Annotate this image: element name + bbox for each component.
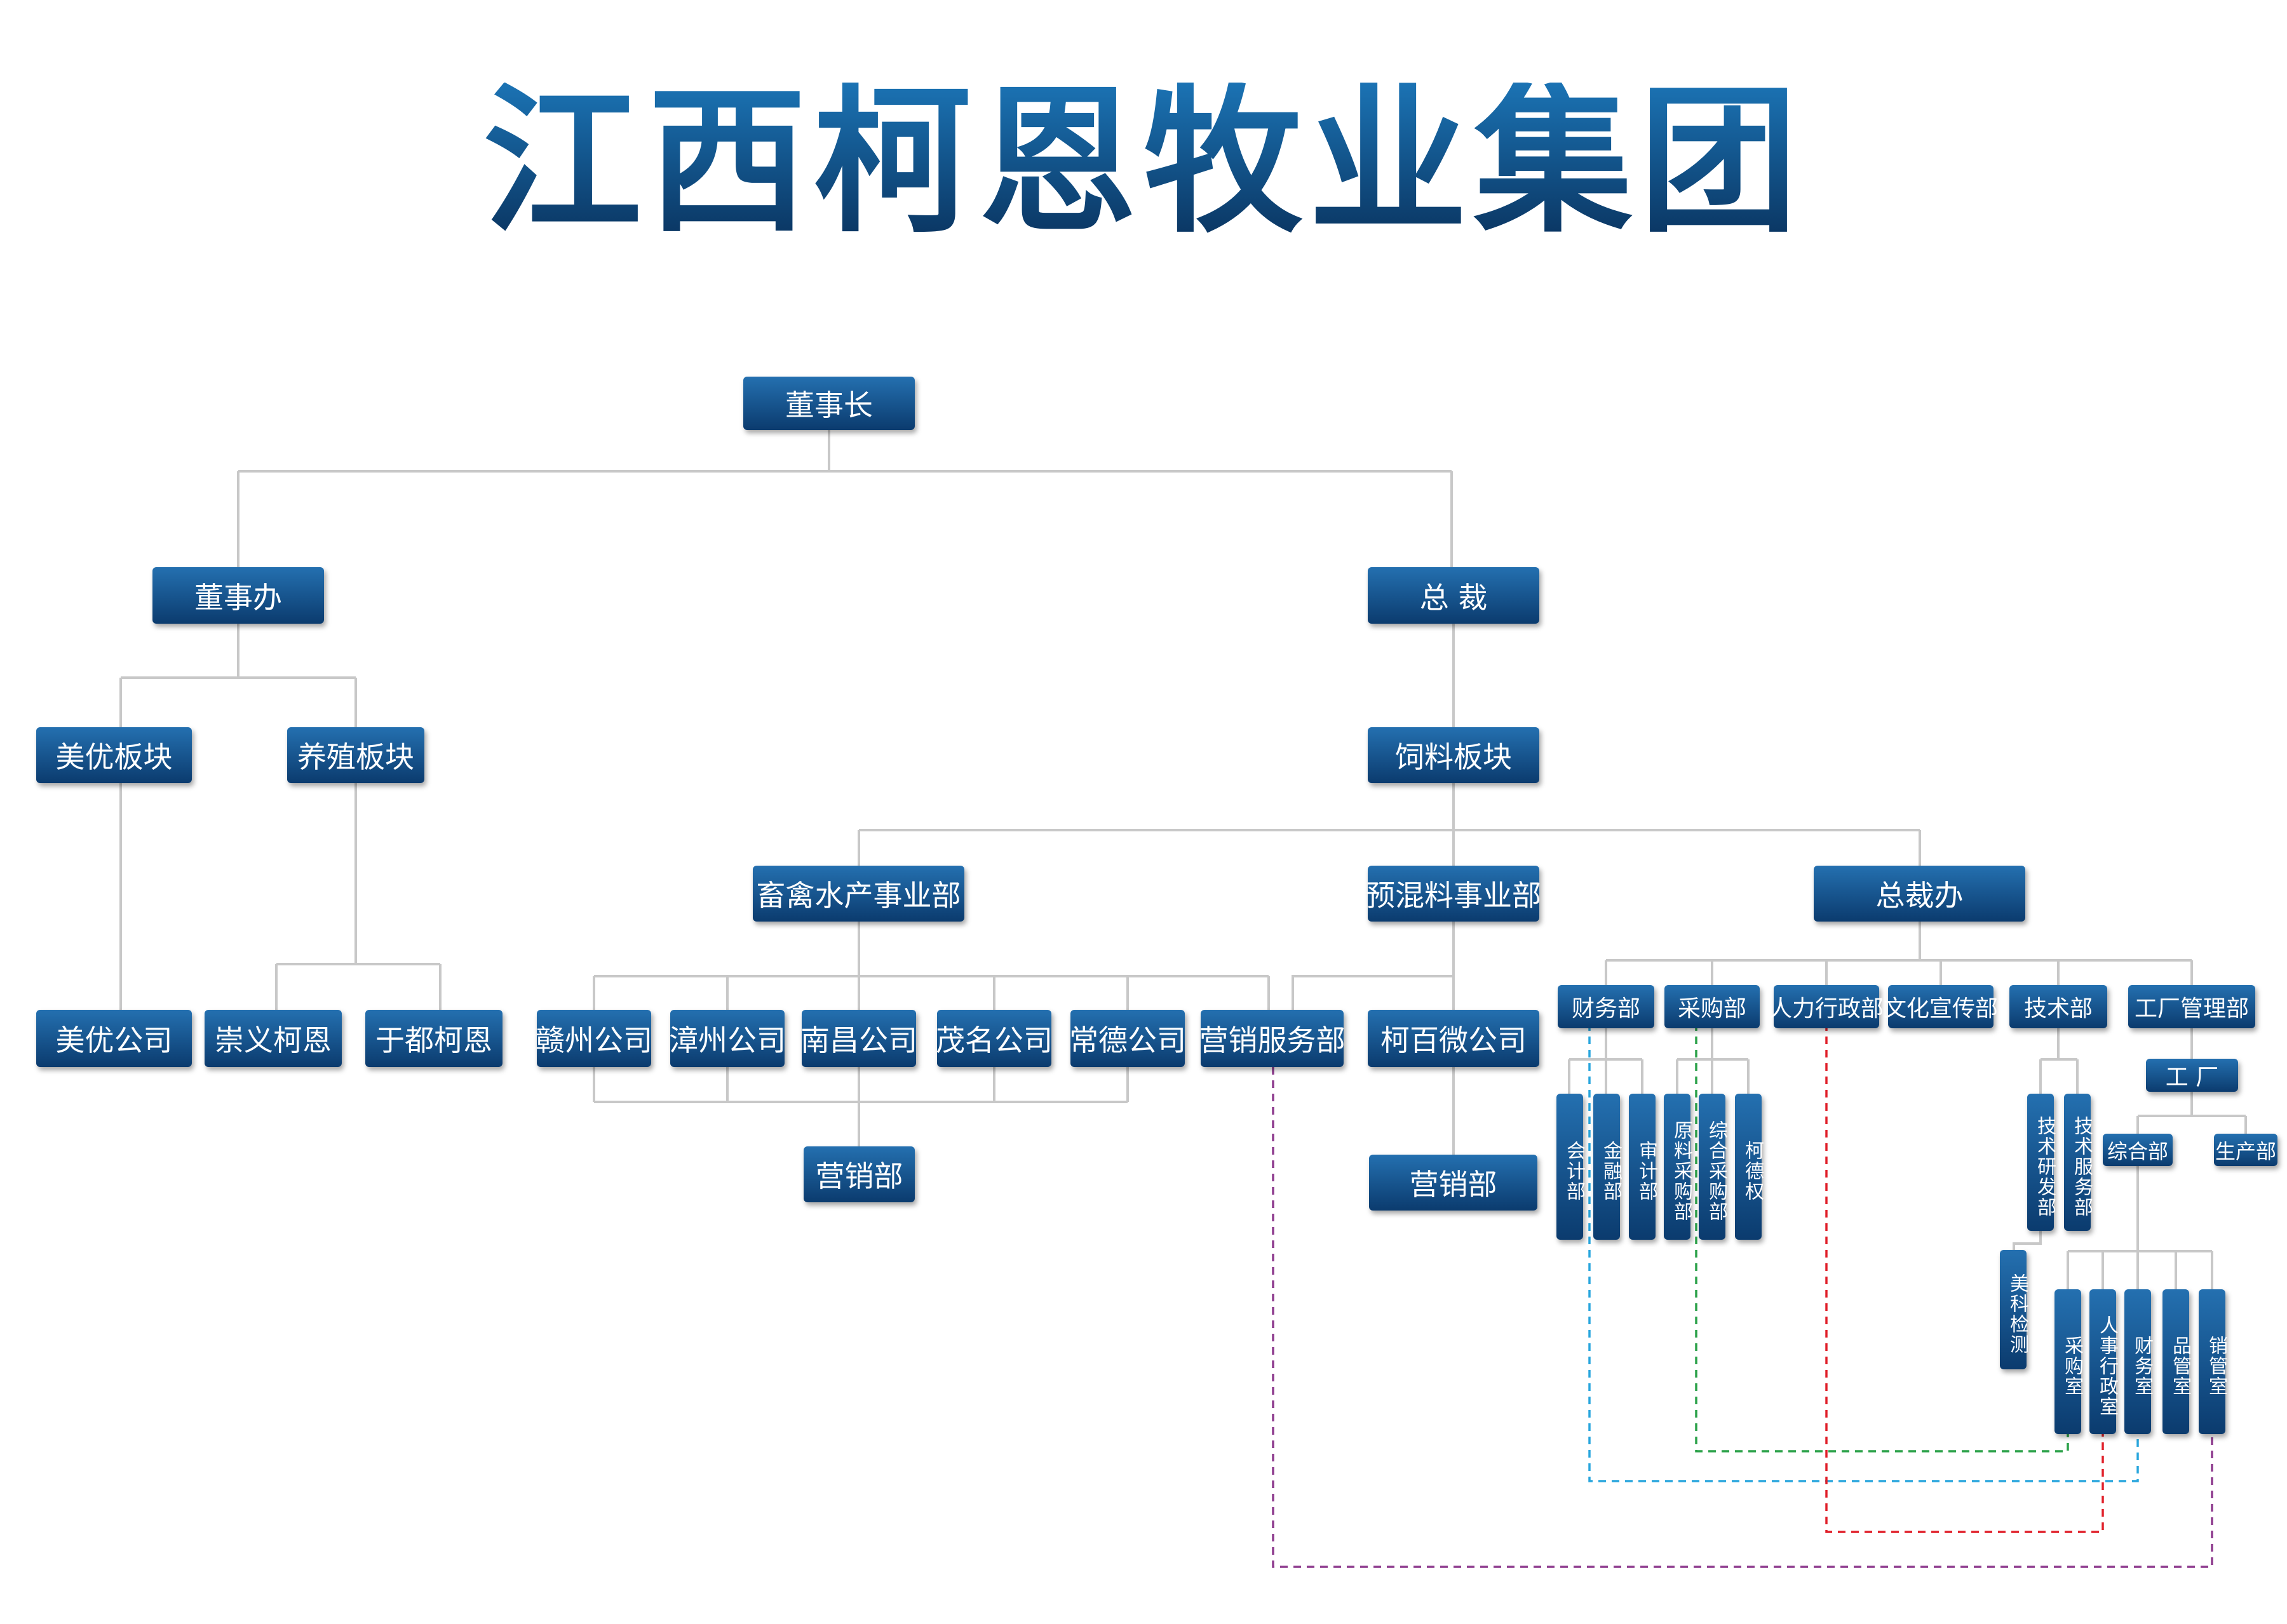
sales-room-box: 销管室	[2199, 1289, 2227, 1434]
maoming-box: 茂名公司	[936, 1010, 1053, 1067]
ganzhou-box: 赣州公司	[536, 1010, 652, 1067]
president-box: 总 裁	[1368, 567, 1539, 624]
nanchang-box: 南昌公司	[800, 1010, 917, 1067]
meiyou-company-box: 美优公司	[36, 1010, 192, 1067]
marketing-service-box: 营销服务部	[1199, 1010, 1346, 1067]
culture-box: 文化宣传部	[1884, 985, 1998, 1028]
livestock-division-box: 畜禽水产事业部	[753, 866, 964, 922]
production-dept-box: 生产部	[2214, 1134, 2277, 1166]
meike-box: 美科检测	[2000, 1250, 2028, 1369]
board-office-box: 董事办	[152, 567, 324, 624]
breeding-sector-box: 养殖板块	[287, 727, 424, 783]
audit-box: 审计部	[1629, 1094, 1657, 1240]
marketing-box-livestock: 营销部	[804, 1146, 915, 1202]
changde-box: 常德公司	[1069, 1010, 1186, 1067]
fin-finance-box: 金融部	[1593, 1094, 1622, 1240]
finance-room-box: 财务室	[2124, 1289, 2153, 1434]
accounting-box: 会计部	[1556, 1094, 1585, 1240]
tech-rd-box: 技术研发部	[2027, 1094, 2056, 1231]
purchase-room-box: 采购室	[2054, 1289, 2083, 1434]
president-office-box: 总裁办	[1814, 866, 2025, 922]
tech-dept-box: 技术部	[2009, 985, 2107, 1028]
factory-box: 工 厂	[2146, 1059, 2238, 1092]
hr-room-box: 人事行政室	[2089, 1289, 2118, 1434]
feed-sector-box: 饲料板块	[1368, 727, 1539, 783]
yudu-box: 于都柯恩	[365, 1010, 503, 1067]
hr-admin-box: 人力行政部	[1769, 985, 1884, 1028]
chairman-box: 董事长	[743, 377, 915, 430]
premix-division-box: 预混料事业部	[1366, 866, 1541, 922]
page-title: 江西柯恩牧业集团	[0, 83, 2287, 241]
zhangzhou-box: 漳州公司	[669, 1010, 786, 1067]
chongyi-box: 崇义柯恩	[205, 1010, 342, 1067]
meiyou-sector-box: 美优板块	[36, 727, 192, 783]
factory-mgmt-box: 工厂管理部	[2128, 985, 2255, 1028]
gen-purchase-box: 综合采购部	[1699, 1094, 1727, 1240]
finance-dept-box: 财务部	[1558, 985, 1654, 1028]
quality-room-box: 品管室	[2162, 1289, 2191, 1434]
kede-box: 柯德权	[1735, 1094, 1764, 1240]
tech-service-box: 技术服务部	[2064, 1094, 2093, 1231]
kebaiwei-box: 柯百微公司	[1368, 1010, 1539, 1067]
raw-purchase-box: 原料采购部	[1664, 1094, 1692, 1240]
marketing-box-premix: 营销部	[1369, 1155, 1537, 1211]
purchase-dept-box: 采购部	[1664, 985, 1760, 1028]
general-dept-box: 综合部	[2103, 1134, 2173, 1166]
